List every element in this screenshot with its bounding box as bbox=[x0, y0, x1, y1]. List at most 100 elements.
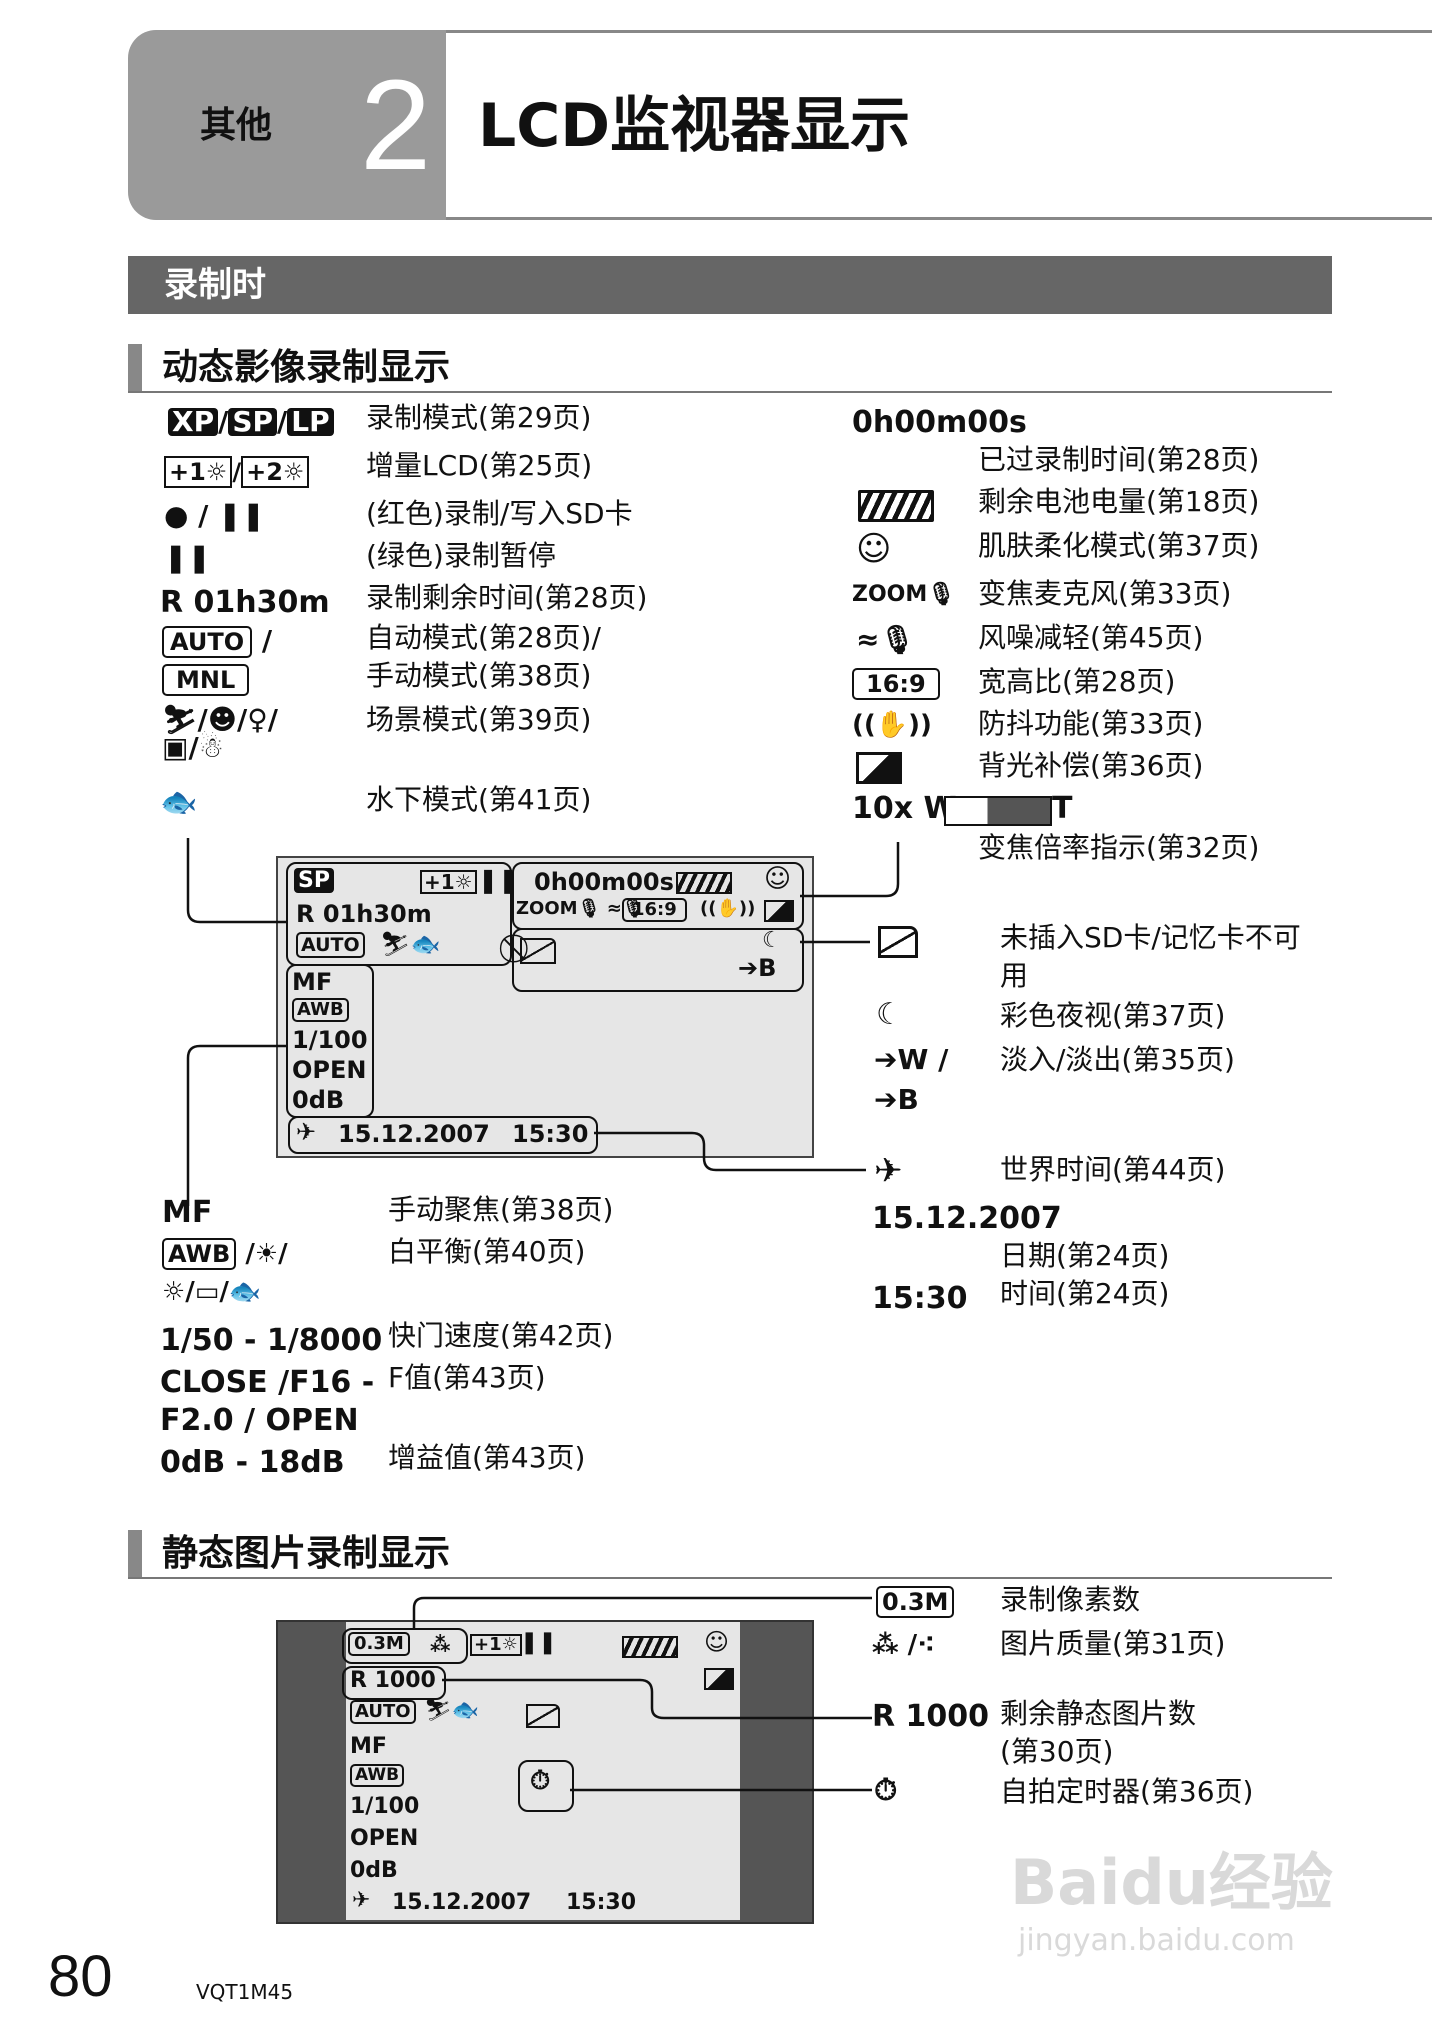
lcd-iris: OPEN bbox=[292, 1056, 367, 1084]
item-desc: 剩余电池电量(第18页) bbox=[978, 485, 1260, 518]
still-lcd-shutter: 1/100 bbox=[350, 1794, 420, 1819]
lcd-aspect-badge: 16:9 bbox=[622, 898, 687, 922]
still-lcd-time: 15:30 bbox=[566, 1890, 637, 1915]
page-title: LCD监视器显示 bbox=[478, 91, 911, 161]
still-lcd-px-group bbox=[342, 1628, 468, 1664]
fade-black-icon: ➔B bbox=[874, 1083, 919, 1116]
still-lcd-date: 15.12.2007 bbox=[392, 1890, 532, 1915]
pixel-badge: 0.3M bbox=[876, 1586, 955, 1618]
item-desc: 图片质量(第31页) bbox=[1000, 1627, 1226, 1660]
zoom-w-label: 10x W bbox=[852, 791, 957, 826]
still-lcd-awb: AWB bbox=[350, 1764, 405, 1787]
item-desc: (第30页) bbox=[1000, 1735, 1114, 1768]
item-desc: 手动聚焦(第38页) bbox=[388, 1193, 614, 1226]
still-lcd-no-card-icon bbox=[526, 1704, 560, 1728]
item-desc: 录制剩余时间(第28页) bbox=[366, 581, 648, 614]
item-desc: 变焦麦克风(第33页) bbox=[978, 577, 1232, 610]
lcd-powerlcd-icon: +1☼ bbox=[420, 870, 477, 894]
lcd-remain-time: R 01h30m bbox=[296, 900, 432, 928]
item-desc: 剩余静态图片数 bbox=[1000, 1697, 1197, 1730]
lcd-date: 15.12.2007 bbox=[338, 1120, 490, 1148]
header-rule-bottom bbox=[446, 217, 1432, 220]
still-lcd-timer-group bbox=[518, 1760, 574, 1812]
lcd-scene-fish-icons: ⛷🐟 bbox=[380, 930, 441, 958]
motion-heading: 动态影像录制显示 bbox=[162, 347, 451, 388]
motion-heading-marker bbox=[128, 344, 142, 392]
lcd-no-card-shape bbox=[520, 938, 556, 964]
lcd-face-icon: ☺ bbox=[764, 864, 792, 894]
iris-range-text-2: F2.0 / OPEN bbox=[160, 1403, 359, 1438]
chapter-number: 2 bbox=[360, 54, 432, 197]
doc-code: VQT1M45 bbox=[196, 1980, 294, 2004]
item-desc: 水下模式(第41页) bbox=[366, 783, 592, 816]
skin-soften-face-icon: ☺ bbox=[856, 529, 892, 569]
still-heading: 静态图片录制显示 bbox=[162, 1533, 451, 1574]
item-desc: 已过录制时间(第28页) bbox=[978, 443, 1260, 476]
item-desc: 彩色夜视(第37页) bbox=[1000, 999, 1226, 1032]
item-desc: 肌肤柔化模式(第37页) bbox=[978, 529, 1260, 562]
item-desc: 日期(第24页) bbox=[1000, 1239, 1170, 1272]
battery-icon bbox=[858, 490, 934, 522]
lcd-group-topleft bbox=[286, 862, 512, 966]
lcd-time: 15:30 bbox=[512, 1120, 589, 1148]
lcd-backlight-icon bbox=[764, 900, 794, 922]
still-lcd-auto-badge: AUTO bbox=[350, 1700, 416, 1724]
lcd-battery-icon bbox=[676, 872, 732, 894]
lcd-shutter: 1/100 bbox=[292, 1026, 368, 1054]
item-desc: 风噪减轻(第45页) bbox=[978, 621, 1204, 654]
still-lcd-powerlcd-icon: +1☼ bbox=[470, 1634, 522, 1656]
item-desc: 世界时间(第44页) bbox=[1000, 1153, 1226, 1186]
lcd-mf: MF bbox=[292, 968, 333, 996]
picture-quality-icons: ⁂ /⁖ bbox=[872, 1630, 935, 1660]
self-timer-icon: ⏱ bbox=[874, 1773, 898, 1808]
item-desc: F值(第43页) bbox=[388, 1361, 546, 1394]
world-time-plane-icon: ✈ bbox=[874, 1151, 903, 1191]
lcd-auto-badge: AUTO bbox=[296, 932, 365, 958]
lcd-night-view-icon: ☾ bbox=[762, 928, 782, 953]
lcd-pause-icon: ❚❚ bbox=[478, 866, 519, 894]
still-lcd-px-badge: 0.3M bbox=[348, 1632, 410, 1656]
section-bar-title: 录制时 bbox=[164, 265, 266, 305]
still-lcd-quality-icon: ⁂ bbox=[430, 1632, 451, 1656]
no-card-icon bbox=[878, 926, 918, 958]
item-desc: 快门速度(第42页) bbox=[388, 1319, 614, 1352]
lcd-awb: AWB bbox=[292, 998, 349, 1022]
item-desc: 时间(第24页) bbox=[1000, 1277, 1170, 1310]
still-lcd-face-icon: ☺ bbox=[704, 1628, 730, 1656]
zoom-mic-icon: ZOOM🎙 bbox=[852, 582, 956, 607]
watermark-logo: Baidu经验 bbox=[1010, 1846, 1333, 1919]
fade-white-icon: ➔W / bbox=[874, 1043, 949, 1076]
still-lcd-plane-icon: ✈ bbox=[352, 1888, 371, 1913]
header-rule-top bbox=[446, 30, 1432, 33]
still-lcd-remain: R 1000 bbox=[350, 1668, 436, 1693]
white-balance-icons: AWB /☀/☼/▭/🐟 bbox=[162, 1238, 288, 1307]
item-desc: 淡入/淡出(第35页) bbox=[1000, 1043, 1235, 1076]
item-desc: 变焦倍率指示(第32页) bbox=[978, 831, 1260, 864]
section-bar bbox=[128, 256, 1332, 314]
item-desc: 用 bbox=[1000, 959, 1029, 992]
still-lcd-scene-icons: ⛷🐟 bbox=[424, 1698, 480, 1723]
item-desc: 增量LCD(第25页) bbox=[366, 449, 593, 482]
header-tab bbox=[128, 30, 446, 220]
still-lcd-timer-icon: ⏱ bbox=[530, 1766, 551, 1796]
shutter-range-text: 1/50 - 1/8000 bbox=[160, 1323, 383, 1358]
item-desc: 场景模式(第39页) bbox=[366, 703, 592, 736]
lcd-stabilizer-icon: ((✋)) bbox=[700, 898, 756, 919]
item-desc: 防抖功能(第33页) bbox=[978, 707, 1204, 740]
mf-text: MF bbox=[162, 1195, 213, 1230]
item-desc: 录制模式(第29页) bbox=[366, 401, 592, 434]
item-desc: 增益值(第43页) bbox=[388, 1441, 586, 1474]
item-desc: (红色)录制/写入SD卡 bbox=[366, 497, 633, 530]
item-desc: (绿色)录制暂停 bbox=[366, 539, 556, 572]
scene-mode-icons: ⛷/☻/♀/▣/☃ bbox=[162, 703, 278, 764]
night-view-icon: ☾ bbox=[876, 997, 903, 1032]
backlight-icon bbox=[856, 752, 902, 784]
still-lcd-iris: OPEN bbox=[350, 1826, 419, 1851]
still-lcd-pause-icon: ❚❚ bbox=[520, 1630, 557, 1655]
remain-time-text: R 01h30m bbox=[160, 585, 330, 620]
lcd-sp-badge: SP bbox=[294, 868, 334, 893]
header-category: 其他 bbox=[200, 105, 273, 146]
still-lcd-gain: 0dB bbox=[350, 1858, 398, 1883]
item-desc: 未插入SD卡/记忆卡不可 bbox=[1000, 921, 1301, 954]
lcd-group-midright bbox=[512, 928, 804, 992]
